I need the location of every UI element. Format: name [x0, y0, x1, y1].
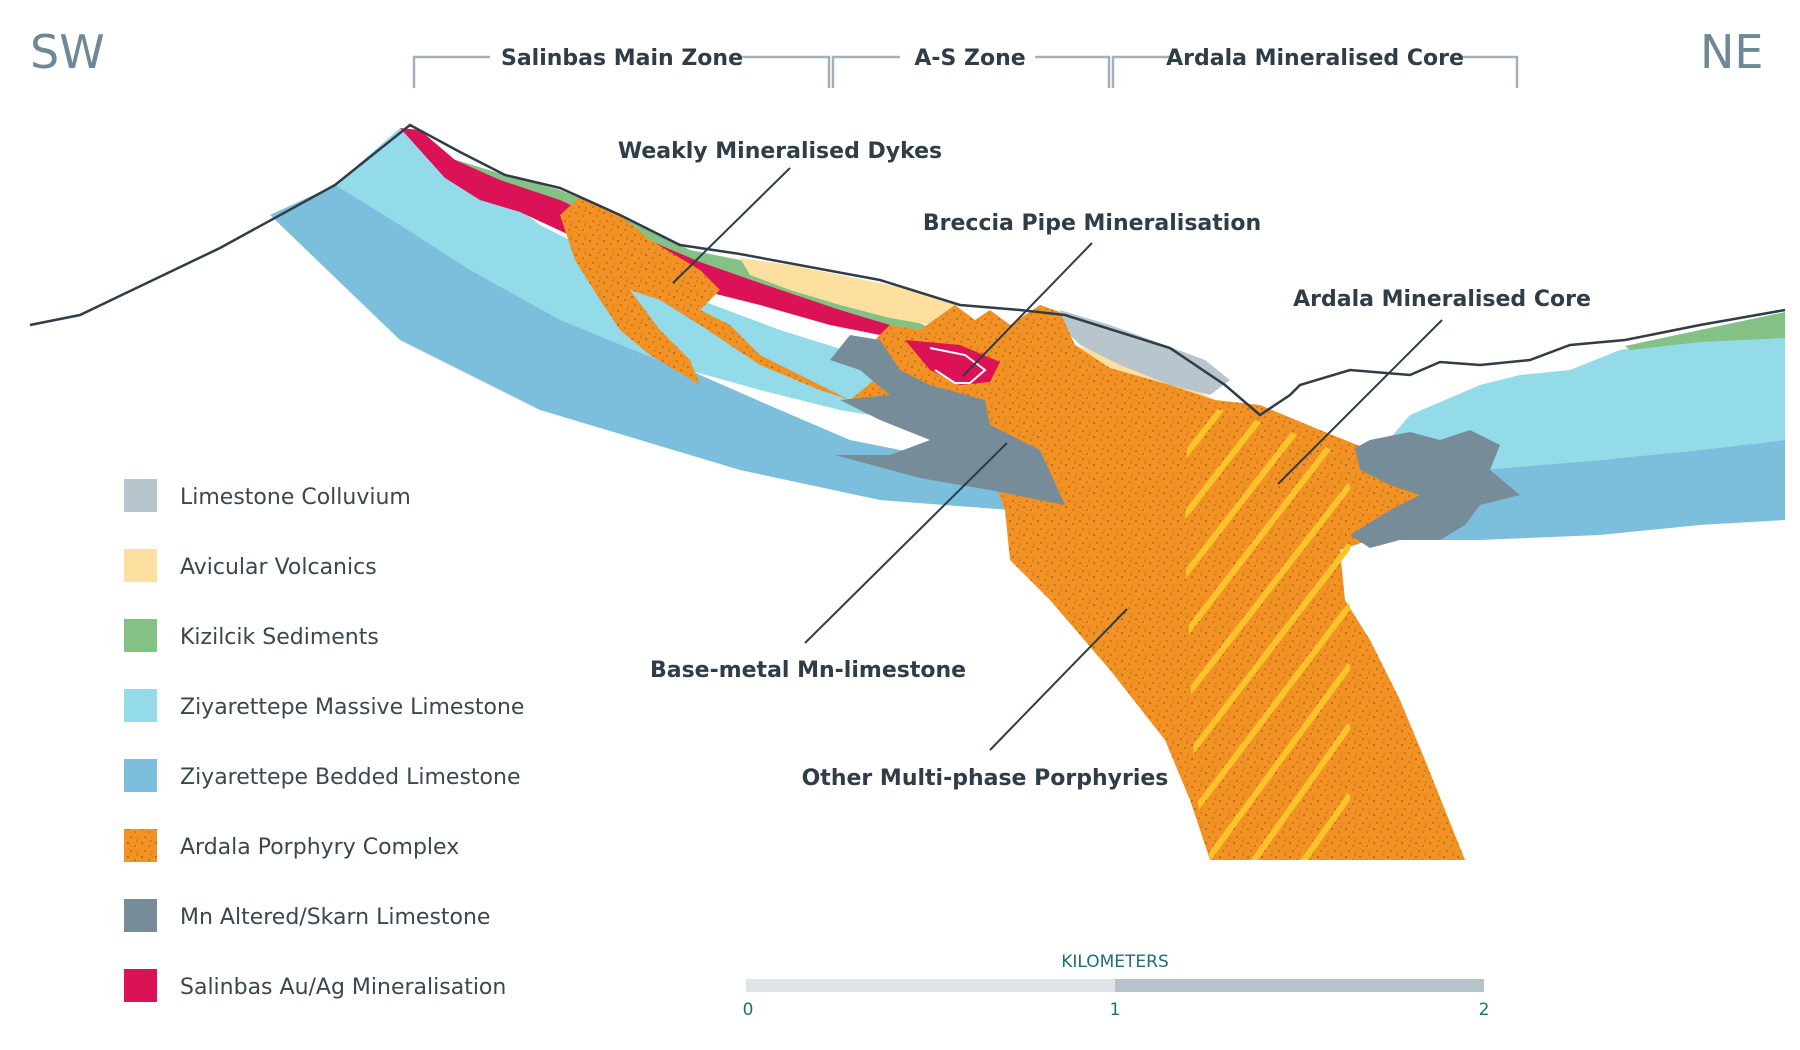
layer-mn-altered-right: [1350, 430, 1520, 548]
callouts: Weakly Mineralised Dykes Breccia Pipe Mi…: [618, 139, 1591, 791]
callout-weak-dykes: Weakly Mineralised Dykes: [618, 139, 942, 164]
scale-title: KILOMETERS: [1061, 952, 1169, 972]
direction-ne: NE: [1700, 25, 1763, 79]
legend-item-salinbas: Salinbas Au/Ag Mineralisation: [124, 969, 506, 1002]
svg-text:Avicular Volcanics: Avicular Volcanics: [180, 555, 377, 580]
svg-text:Mn Altered/Skarn Limestone: Mn Altered/Skarn Limestone: [180, 905, 490, 930]
svg-text:Kizilcik Sediments: Kizilcik Sediments: [180, 625, 379, 650]
leader-weak-dykes: [672, 167, 791, 284]
legend-item-bedded-limestone: Ziyarettepe Bedded Limestone: [124, 759, 520, 792]
scale-tick-1: 1: [1110, 1000, 1121, 1020]
callout-multi-phase: Other Multi-phase Porphyries: [802, 766, 1169, 791]
scale-segment-1-2: [1115, 979, 1484, 992]
legend-swatch-colluvium: [124, 479, 157, 512]
callout-base-metal: Base-metal Mn-limestone: [650, 658, 966, 683]
bracket-ardala-core-right: [1460, 55, 1519, 88]
legend-swatch-salinbas: [124, 969, 157, 1002]
svg-text:Ziyarettepe Bedded Limestone: Ziyarettepe Bedded Limestone: [180, 765, 520, 790]
scale-bar: KILOMETERS 0 1 2: [743, 952, 1490, 1020]
callout-ardala-core: Ardala Mineralised Core: [1293, 287, 1591, 312]
bracket-as-zone-right: [1035, 55, 1111, 88]
legend-swatch-bedded-limestone: [124, 759, 157, 792]
bracket-salinbas-main-zone: [412, 55, 490, 88]
legend-swatch-avicular: [124, 549, 157, 582]
geology-layers: [29, 123, 1786, 860]
legend-item-colluvium: Limestone Colluvium: [124, 479, 411, 512]
leader-multi-phase: [989, 608, 1128, 751]
layer-bedded-limestone-right: [1400, 440, 1785, 540]
zone-brackets: [412, 55, 1519, 88]
legend-item-kizilcik: Kizilcik Sediments: [124, 619, 379, 652]
leader-base-metal: [804, 442, 1008, 644]
scale-tick-2: 2: [1479, 1000, 1490, 1020]
scale-tick-0: 0: [743, 1000, 754, 1020]
legend-item-massive-limestone: Ziyarettepe Massive Limestone: [124, 689, 524, 722]
direction-sw: SW: [30, 25, 105, 79]
layer-salinbas-mineralisation: [400, 128, 890, 335]
legend: Limestone Colluvium Avicular Volcanics K…: [124, 479, 524, 1002]
bracket-salinbas-main-zone-right: [740, 55, 831, 88]
legend-swatch-massive-limestone: [124, 689, 157, 722]
legend-item-porphyry: Ardala Porphyry Complex: [124, 829, 459, 862]
legend-item-avicular: Avicular Volcanics: [124, 549, 377, 582]
leader-breccia: [962, 242, 1093, 377]
breccia-pipe: [905, 340, 1000, 385]
svg-text:Salinbas Au/Ag Mineralisation: Salinbas Au/Ag Mineralisation: [180, 975, 506, 1000]
bracket-as-zone-left: [831, 55, 900, 88]
layer-mn-altered-left: [830, 335, 1065, 505]
legend-swatch-porphyry: [124, 829, 157, 862]
legend-item-mn-altered: Mn Altered/Skarn Limestone: [124, 899, 490, 932]
layer-kizilcik-right: [1625, 312, 1785, 350]
zone-label-as: A-S Zone: [914, 46, 1025, 71]
zone-label-ardala: Ardala Mineralised Core: [1166, 46, 1464, 71]
layer-avicular-volcanics: [740, 258, 975, 335]
topographic-surface: [29, 123, 1786, 417]
zone-label-salinbas: Salinbas Main Zone: [501, 46, 743, 71]
scale-segment-0-1: [746, 979, 1115, 992]
callout-breccia: Breccia Pipe Mineralisation: [923, 211, 1261, 236]
legend-swatch-kizilcik: [124, 619, 157, 652]
bracket-ardala-core-left: [1111, 55, 1170, 88]
svg-text:Ziyarettepe Massive Limestone: Ziyarettepe Massive Limestone: [180, 695, 524, 720]
breccia-pipe-outline: [929, 347, 987, 384]
layer-limestone-colluvium: [1060, 310, 1230, 395]
legend-swatch-mn-altered: [124, 899, 157, 932]
svg-text:Ardala Porphyry Complex: Ardala Porphyry Complex: [180, 835, 459, 860]
svg-text:Limestone Colluvium: Limestone Colluvium: [180, 485, 411, 510]
leader-ardala-core: [1277, 319, 1443, 485]
